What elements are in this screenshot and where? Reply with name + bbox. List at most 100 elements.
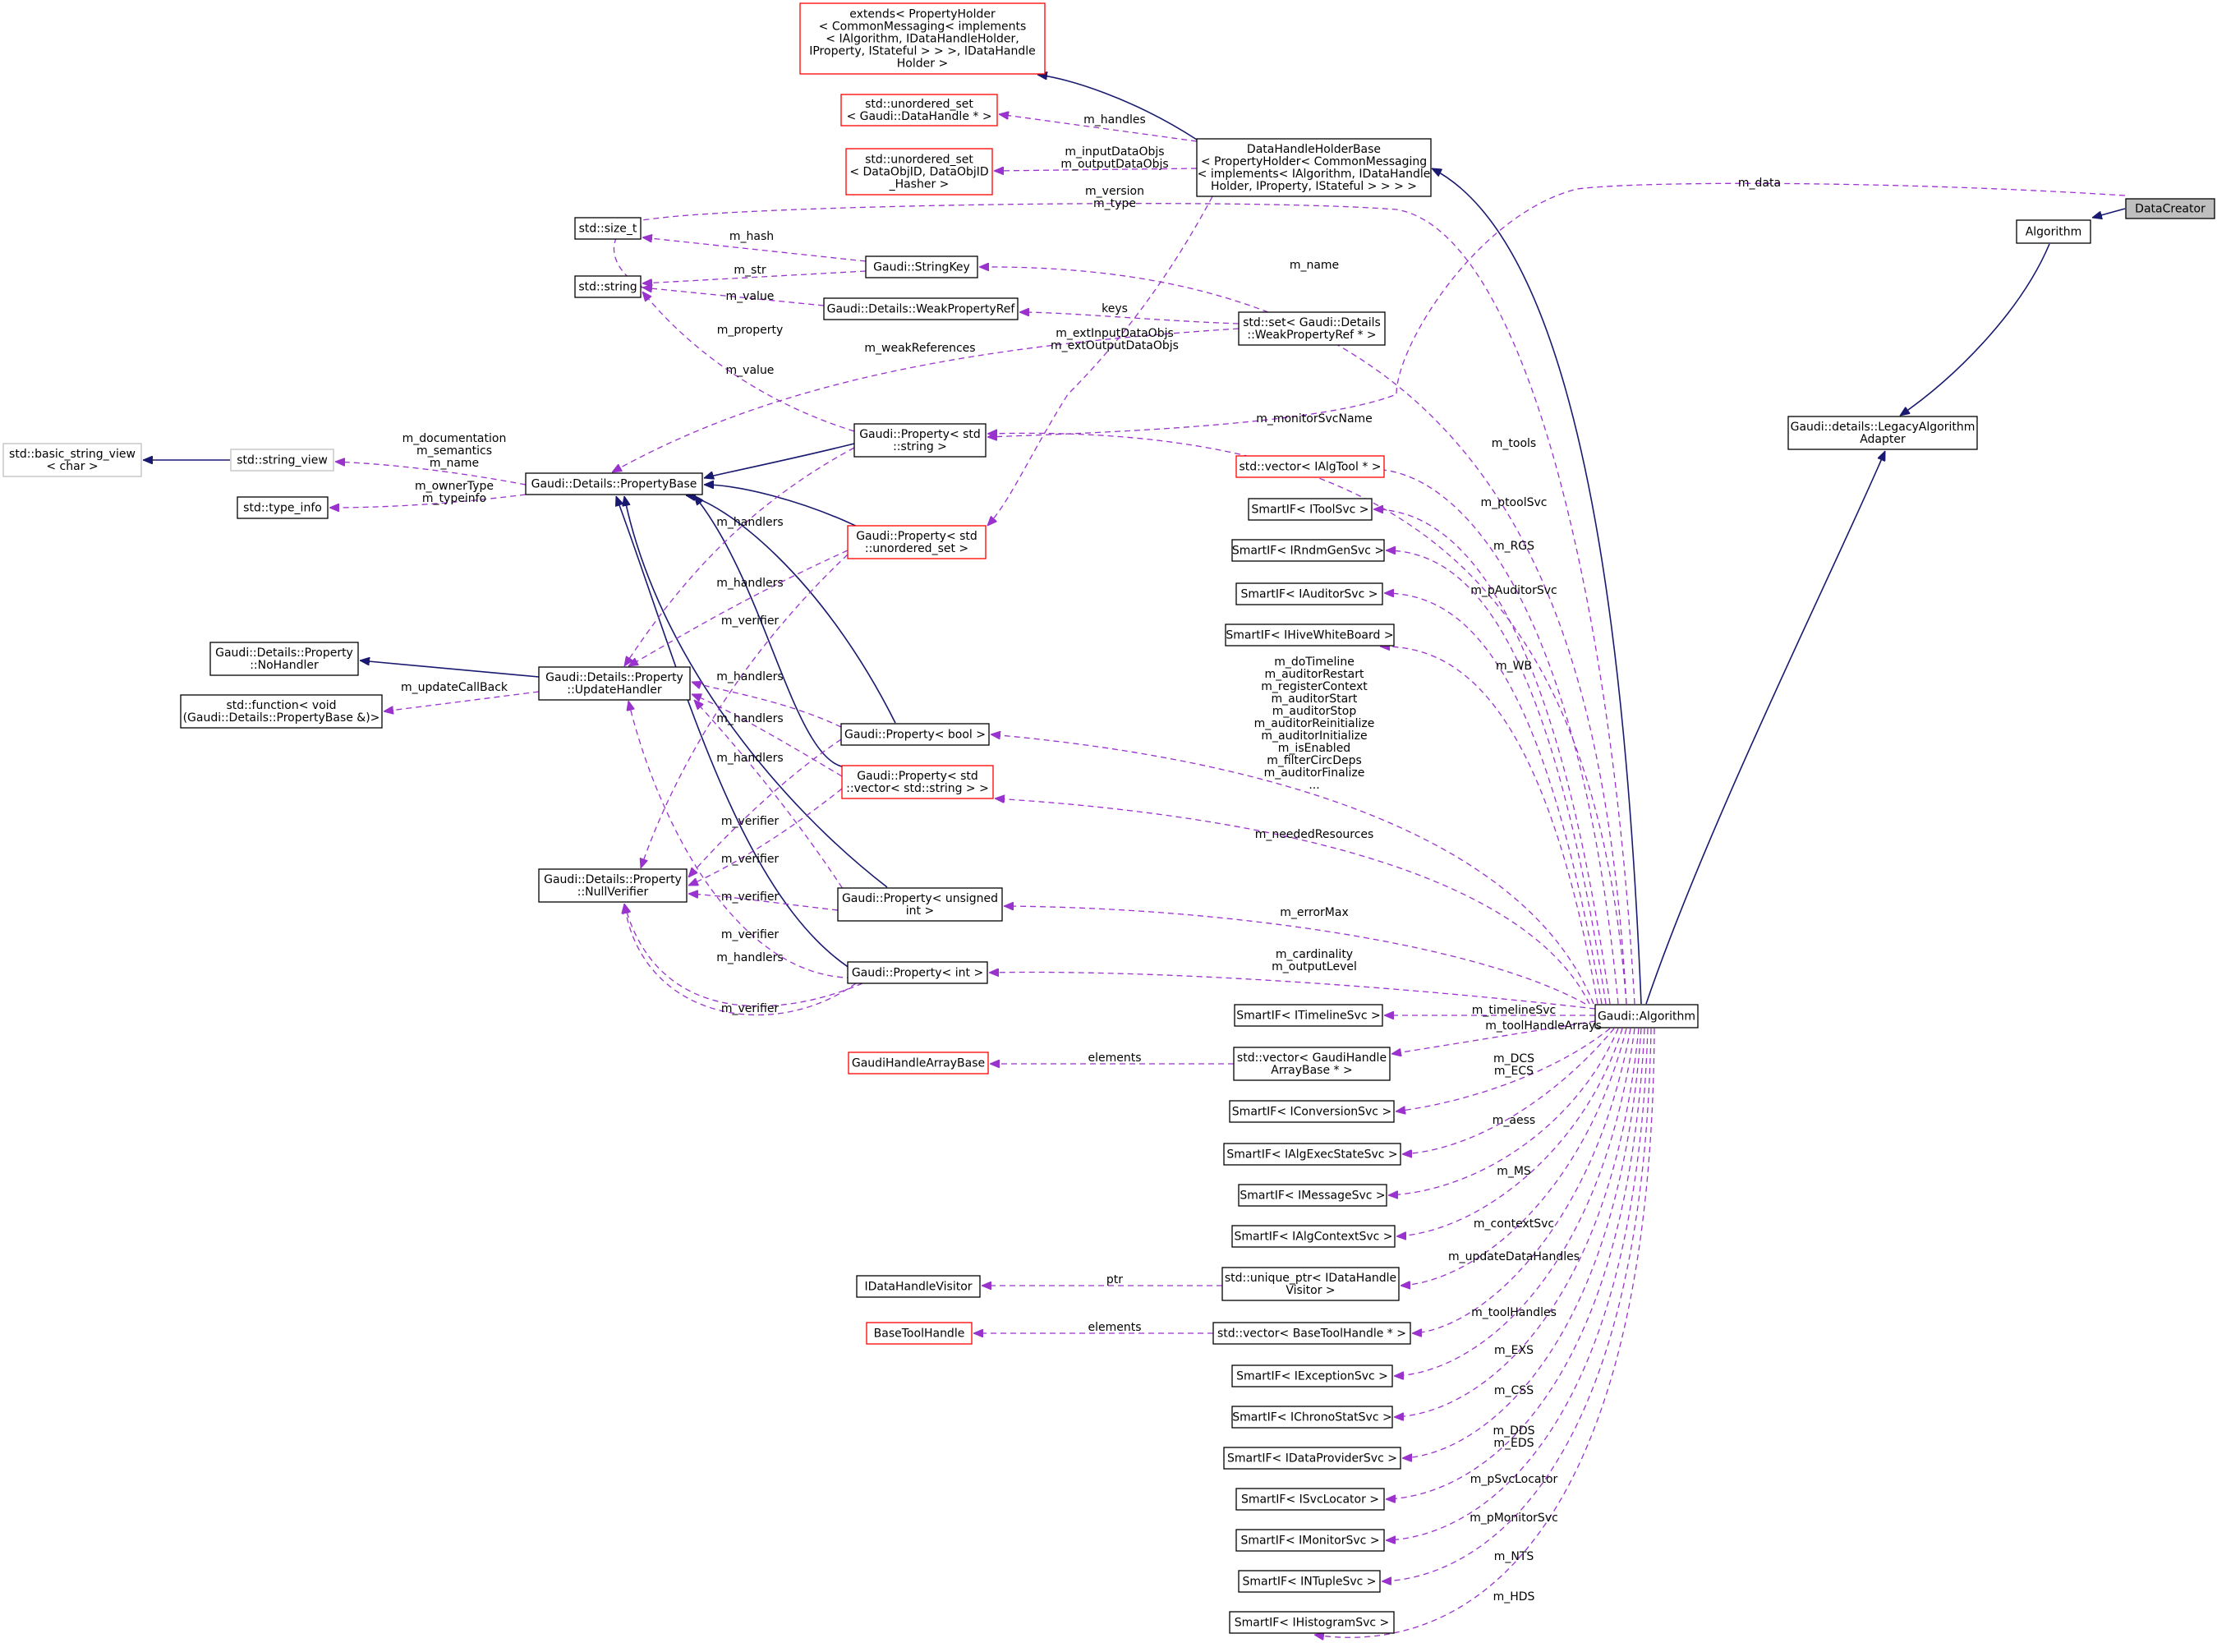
- class-node-label: SmartIF< IMonitorSvc >: [1240, 1535, 1379, 1548]
- class-node-nullver[interactable]: Gaudi::Details::Property::NullVerifier: [538, 868, 688, 903]
- edge-label-text: m_doTimeline: [1274, 656, 1355, 669]
- class-node-auditor[interactable]: SmartIF< IAuditorSvc >: [1235, 582, 1383, 605]
- edge-label-text: m_updateDataHandles: [1448, 1250, 1580, 1263]
- class-node-vecghab[interactable]: std::vector< GaudiHandleArrayBase * >: [1233, 1047, 1391, 1081]
- class-node-box: [538, 868, 688, 903]
- usage-edge: [1361, 456, 1619, 1005]
- class-node-typeinfo[interactable]: std::type_info: [237, 496, 329, 519]
- class-node-label: extends< PropertyHolder: [849, 8, 996, 21]
- class-node-exc[interactable]: SmartIF< IExceptionSvc >: [1231, 1364, 1393, 1387]
- edge-label-weakrefs: m_weakReferences: [864, 342, 975, 355]
- edge-label-text: m_pSvcLocator: [1470, 1473, 1558, 1486]
- class-node-box: [237, 496, 329, 519]
- class-node-ctx[interactable]: SmartIF< IAlgContextSvc >: [1231, 1225, 1396, 1248]
- edge-label-verifier5: m_verifier: [721, 928, 780, 941]
- class-node-label: std::string: [578, 281, 637, 294]
- edge-label-text: m_RGS: [1493, 540, 1534, 553]
- class-node-box: [2125, 198, 2215, 219]
- usage-edge: [1401, 1028, 1627, 1286]
- class-node-dhhb[interactable]: DataHandleHolderBase< PropertyHolder< Co…: [1196, 138, 1432, 197]
- class-node-stringkey[interactable]: Gaudi::StringKey: [865, 255, 978, 278]
- class-node-svcloc[interactable]: SmartIF< ISvcLocator >: [1235, 1488, 1385, 1511]
- class-node-extends[interactable]: extends< PropertyHolder< CommonMessaging…: [799, 2, 1046, 75]
- edge-label-text: ptr: [1106, 1273, 1123, 1286]
- class-node-propbase[interactable]: Gaudi::Details::PropertyBase: [525, 472, 703, 495]
- edge-label-verifier3: m_verifier: [721, 853, 780, 866]
- class-node-hist[interactable]: SmartIF< IHistogramSvc >: [1229, 1611, 1395, 1634]
- class-node-dhvisitor[interactable]: IDataHandleVisitor: [856, 1275, 981, 1298]
- class-node-msg[interactable]: SmartIF< IMessageSvc >: [1238, 1184, 1387, 1207]
- class-node-size_t[interactable]: std::size_t: [574, 217, 642, 240]
- class-node-ntuple[interactable]: SmartIF< INTupleSvc >: [1238, 1570, 1381, 1593]
- class-node-setweak[interactable]: std::set< Gaudi::Details::WeakPropertyRe…: [1238, 311, 1386, 346]
- class-node-uset_dh[interactable]: std::unordered_set< Gaudi::DataHandle * …: [840, 94, 998, 127]
- inheritance-edge: [704, 485, 863, 530]
- edge-label-text: keys: [1102, 302, 1128, 315]
- class-node-label: < implements< IAlgorithm, IDataHandle: [1198, 168, 1431, 181]
- edge-label-text: m_handles: [1083, 113, 1146, 127]
- class-node-box: [1196, 138, 1432, 197]
- class-node-box: [840, 723, 990, 746]
- class-node-box: [1238, 311, 1386, 346]
- class-node-propuint[interactable]: Gaudi::Property< unsigned int >: [837, 887, 1003, 922]
- class-node-string[interactable]: std::string: [574, 275, 642, 298]
- edge-label-ptr: ptr: [1106, 1273, 1123, 1286]
- class-node-dps[interactable]: SmartIF< IDataProviderSvc >: [1223, 1447, 1401, 1470]
- class-node-label: Gaudi::Property< std: [856, 530, 977, 543]
- edge-label-text: m_documentation: [402, 432, 507, 445]
- class-node-weakref[interactable]: Gaudi::Details::WeakPropertyRef: [823, 297, 1019, 320]
- class-node-box: [1248, 498, 1373, 521]
- class-node-vecbth[interactable]: std::vector< BaseToolHandle * >: [1212, 1322, 1411, 1345]
- class-node-box: [847, 961, 988, 984]
- class-node-monsvc[interactable]: SmartIF< IMonitorSvc >: [1235, 1529, 1385, 1552]
- class-node-bsv[interactable]: std::basic_string_view< char >: [2, 443, 142, 477]
- class-node-btoolh[interactable]: BaseToolHandle: [866, 1322, 973, 1345]
- class-node-vecalgtool[interactable]: std::vector< IAlgTool * >: [1235, 455, 1385, 478]
- class-node-propuset[interactable]: Gaudi::Property< std::unordered_set >: [847, 525, 987, 559]
- class-node-algorithm[interactable]: Algorithm: [2016, 219, 2091, 244]
- class-node-label: std::vector< IAlgTool * >: [1240, 461, 1382, 474]
- class-node-label: Gaudi::Property< int >: [852, 967, 983, 980]
- class-node-propint[interactable]: Gaudi::Property< int >: [847, 961, 988, 984]
- edge-label-text: m_ownerType: [415, 480, 494, 493]
- class-node-nohandler[interactable]: Gaudi::Details::Property::NoHandler: [209, 642, 359, 676]
- class-node-conv[interactable]: SmartIF< IConversionSvc >: [1229, 1100, 1395, 1123]
- class-node-uptr[interactable]: std::unique_ptr< IDataHandleVisitor >: [1221, 1267, 1400, 1301]
- class-node-propbool[interactable]: Gaudi::Property< bool >: [840, 723, 990, 746]
- edge-label-text: m_outputDataObjs: [1060, 158, 1168, 171]
- edge-label-psvcloc: m_pSvcLocator: [1470, 1473, 1558, 1486]
- class-node-stdfunc[interactable]: std::function< void(Gaudi::Details::Prop…: [180, 694, 383, 729]
- class-node-toolsvc[interactable]: SmartIF< IToolSvc >: [1248, 498, 1373, 521]
- class-node-box: [823, 297, 1019, 320]
- edge-label-hash: m_hash: [729, 230, 774, 243]
- edge-label-pauditor: m_pAuditorSvc: [1470, 584, 1557, 597]
- class-node-label: ::WeakPropertyRef * >: [1247, 329, 1376, 342]
- usage-edge: [692, 682, 842, 728]
- class-node-timeline[interactable]: SmartIF< ITimelineSvc >: [1234, 1004, 1383, 1027]
- class-node-rndm[interactable]: SmartIF< IRndmGenSvc >: [1231, 539, 1385, 562]
- class-node-ghab[interactable]: GaudiHandleArrayBase: [848, 1051, 989, 1074]
- edge-label-text: m_contextSvc: [1474, 1217, 1554, 1231]
- edge-label-text: m_handlers: [716, 752, 783, 765]
- edge-label-timelinesvc: m_timelineSvc: [1472, 1004, 1556, 1017]
- class-node-datacreator[interactable]: DataCreator: [2125, 198, 2215, 219]
- edge-label-text: m_handlers: [716, 577, 783, 590]
- class-node-propstr[interactable]: Gaudi::Property< std::string >: [853, 423, 987, 458]
- class-node-updhandler[interactable]: Gaudi::Details::Property::UpdateHandler: [538, 666, 691, 701]
- edge-label-hds: m_HDS: [1493, 1590, 1535, 1604]
- class-node-gaudialg[interactable]: Gaudi::Algorithm: [1594, 1004, 1699, 1028]
- class-node-hive[interactable]: SmartIF< IHiveWhiteBoard >: [1225, 624, 1395, 647]
- class-node-uset_doid[interactable]: std::unordered_set< DataObjID, DataObjID…: [845, 148, 993, 196]
- edge-label-text: m_value: [726, 290, 775, 303]
- class-node-box: [1221, 1267, 1400, 1301]
- edge-label-data: m_data: [1738, 177, 1781, 190]
- edge-label-text: m_name: [430, 457, 479, 470]
- class-node-sv[interactable]: std::string_view: [230, 449, 334, 472]
- class-node-chrono[interactable]: SmartIF< IChronoStatSvc >: [1231, 1406, 1393, 1429]
- class-node-box: [1233, 1047, 1391, 1081]
- class-node-aess[interactable]: SmartIF< IAlgExecStateSvc >: [1223, 1143, 1401, 1166]
- class-node-propvec[interactable]: Gaudi::Property< std::vector< std::strin…: [841, 765, 994, 799]
